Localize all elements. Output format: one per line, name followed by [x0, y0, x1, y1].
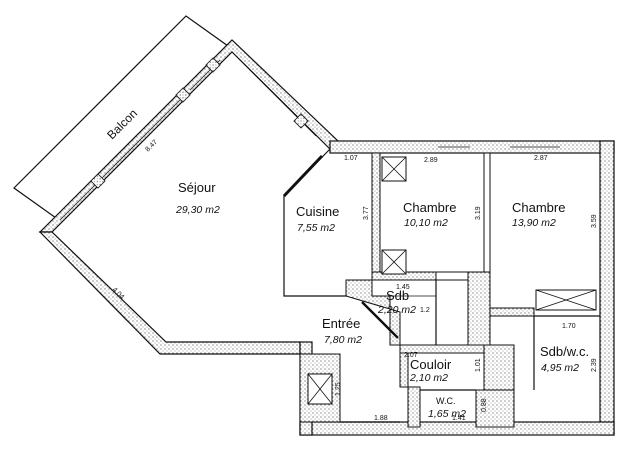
room-couloir-name: Couloir — [410, 357, 452, 372]
room-entree-name: Entrée — [322, 316, 360, 331]
room-sdb-area: 2,20 m2 — [377, 304, 416, 316]
dim-141: 1.41 — [452, 415, 466, 422]
dim-377: 3.77 — [363, 206, 370, 220]
dim-207: 2.07 — [404, 352, 418, 359]
room-cuisine-name: Cuisine — [296, 204, 339, 219]
duct-chambre1-top — [381, 156, 407, 182]
dim-145: 1.45 — [396, 284, 410, 291]
room-entree-area: 7,80 m2 — [324, 334, 362, 346]
dim-088: 0.88 — [481, 398, 488, 412]
room-sdbwc-name: Sdb/w.c. — [540, 344, 589, 359]
room-chambre2-name: Chambre — [512, 200, 565, 215]
room-wc-name: W.C. — [436, 396, 456, 406]
room-sdb-name: Sdb — [386, 288, 409, 303]
room-sejour-area: 29,30 m2 — [175, 204, 220, 216]
room-sejour-name: Séjour — [178, 180, 216, 195]
dim-101: 1.01 — [475, 358, 482, 372]
room-chambre1-area: 10,10 m2 — [404, 217, 448, 229]
dim-239: 2.39 — [591, 358, 598, 372]
dim-188: 1.88 — [374, 415, 388, 422]
dim-balcony: 8.47 — [144, 139, 159, 154]
duct-chambre1-bottom — [381, 249, 407, 275]
duct-entree — [307, 373, 333, 405]
dim-170: 1.70 — [562, 323, 576, 330]
dim-319: 3.19 — [475, 206, 482, 220]
interior-walls — [282, 148, 600, 428]
room-wc-area: 1,65 m2 — [428, 408, 466, 420]
dim-289: 2.89 — [424, 157, 438, 164]
room-chambre1-name: Chambre — [403, 200, 456, 215]
dim-287: 2.87 — [534, 155, 548, 162]
dim-125: 1.25 — [335, 382, 342, 396]
dim-359: 3.59 — [591, 214, 598, 228]
dim-12: 1.2 — [420, 307, 430, 314]
room-couloir-area: 2,10 m2 — [409, 372, 448, 384]
room-sdbwc-area: 4,95 m2 — [541, 362, 579, 374]
duct-sdbwc — [535, 289, 597, 311]
dim-107: 1.07 — [344, 155, 358, 162]
top-wall — [299, 140, 615, 436]
room-cuisine-area: 7,55 m2 — [297, 222, 335, 234]
sejour-walls — [38, 39, 339, 355]
room-chambre2-area: 13,90 m2 — [512, 217, 556, 229]
